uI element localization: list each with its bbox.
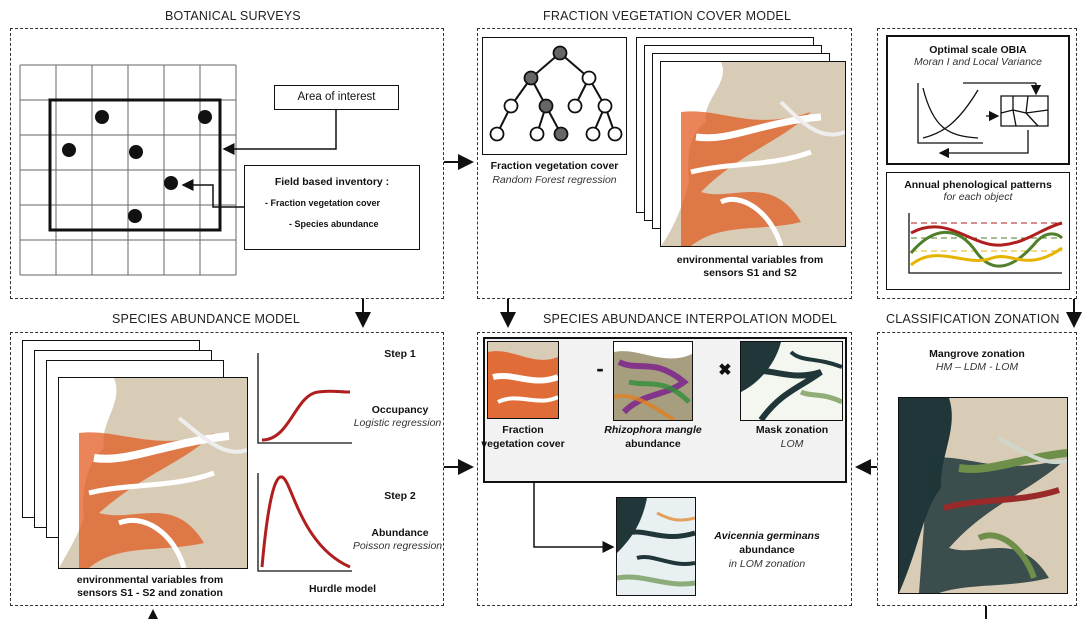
- fvc-map-image: [661, 62, 845, 246]
- fvc-tree-subcaption: Random Forest regression: [492, 174, 617, 186]
- mangrove-zonation-subtitle: HM – LDM - LOM: [935, 361, 1019, 373]
- avicennia-label-3: in LOM zonation: [728, 558, 806, 570]
- avicennia-label-1: Avicennia germinans: [714, 530, 820, 542]
- classification-panel: [877, 332, 1077, 606]
- poisson-label: Poisson regression: [352, 540, 443, 552]
- fvc-stack-caption-2: sensors S1 and S2: [703, 267, 797, 279]
- phenology-title: Annual phenological patterns: [904, 179, 1052, 191]
- logistic-label: Logistic regression: [353, 417, 442, 429]
- times-operator: ✖: [718, 362, 732, 379]
- step2-label: Step 2: [384, 490, 416, 502]
- botanical-surveys-title: BOTANICAL SURVEYS: [165, 9, 301, 23]
- fvc-tree-caption: Fraction vegetation cover: [490, 160, 619, 172]
- random-forest-tree-box: [482, 37, 627, 155]
- mangrove-zonation-title: Mangrove zonation: [929, 348, 1025, 360]
- classification-title: CLASSIFICATION ZONATION: [886, 312, 1060, 326]
- species-stack-caption-2: sensors S1 - S2 and zonation: [77, 587, 223, 599]
- species-map-front: [58, 377, 248, 569]
- fvc-interp-map: [487, 341, 559, 419]
- phenology-curves: [908, 213, 1064, 274]
- phenology-subtitle: for each object: [943, 191, 1013, 203]
- rhizophora-map: [613, 341, 693, 421]
- fvc-model-panel: [477, 28, 852, 299]
- interp-model-title: SPECIES ABUNDANCE INTERPOLATION MODEL: [543, 312, 838, 326]
- avicennia-map: [616, 497, 696, 596]
- decision-tree-icon: [489, 45, 623, 142]
- mask-zonation-label: Mask zonation: [755, 424, 829, 436]
- obia-panel: [877, 28, 1077, 299]
- area-of-interest-label: Area of interest: [297, 91, 376, 103]
- optimal-scale-box: Optimal scale OBIA Moran I and Local Var…: [886, 35, 1070, 165]
- fvc-interp-label-1: Fraction: [502, 424, 544, 436]
- optimal-scale-subtitle: Moran I and Local Variance: [913, 56, 1043, 68]
- fvc-interp-label-2: vegetation cover: [481, 438, 565, 450]
- rhizophora-label-1: Rhizophora mangle: [604, 424, 702, 436]
- phenology-box: Annual phenological patterns for each ob…: [886, 172, 1070, 290]
- rhizophora-label-2: abundance: [625, 438, 681, 450]
- mask-zonation-map: [740, 341, 843, 421]
- optimal-scale-graph: [917, 82, 1049, 159]
- fvc-model-title: FRACTION VEGETATION COVER MODEL: [543, 9, 792, 23]
- fvc-map-front: [660, 61, 846, 247]
- mask-zonation-sublabel: LOM: [780, 438, 804, 450]
- avicennia-label-2: abundance: [739, 544, 795, 556]
- area-of-interest-box: Area of interest: [274, 85, 399, 110]
- field-inventory-box: Field based inventory : - Fraction veget…: [244, 165, 420, 250]
- minus-operator: -: [596, 356, 604, 381]
- species-stack-caption-1: environmental variables from: [76, 574, 224, 586]
- area-of-interest-rect: [48, 98, 222, 232]
- abundance-label: Abundance: [371, 527, 429, 539]
- optimal-scale-title: Optimal scale OBIA: [929, 44, 1027, 56]
- hurdle-model-label: Hurdle model: [308, 583, 377, 595]
- species-model-title: SPECIES ABUNDANCE MODEL: [112, 312, 300, 326]
- step1-label: Step 1: [384, 348, 416, 360]
- inventory-item-fvc: - Fraction vegetation cover: [265, 198, 381, 208]
- plot-points: [62, 110, 212, 223]
- species-model-panel: [10, 332, 444, 606]
- species-map-image: [59, 378, 247, 568]
- interp-model-panel: [477, 332, 852, 606]
- inventory-item-species: - Species abundance: [289, 219, 379, 229]
- botanical-surveys-panel: [10, 28, 444, 299]
- fvc-stack-caption-1: environmental variables from: [676, 254, 824, 266]
- zonation-map: [898, 397, 1068, 594]
- occupancy-label: Occupancy: [371, 404, 429, 416]
- inventory-title: Field based inventory :: [274, 176, 390, 188]
